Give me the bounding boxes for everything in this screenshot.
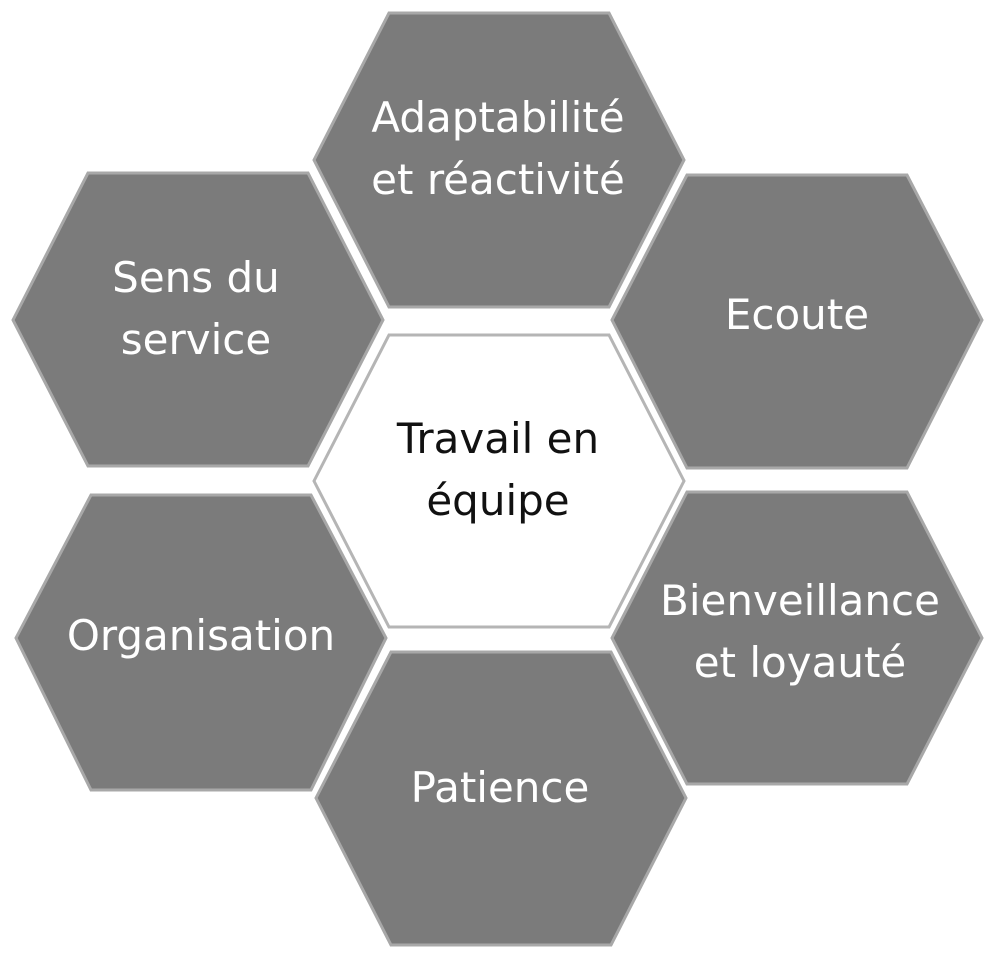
- label-line: Sens du: [112, 253, 280, 302]
- label-line: et réactivité: [371, 155, 625, 204]
- label-line: Adaptabilité: [371, 93, 625, 142]
- hexagon-bienveillance: [610, 490, 984, 786]
- label-line: équipe: [426, 476, 570, 525]
- label-line: service: [120, 315, 272, 364]
- label-line: et loyauté: [693, 638, 907, 687]
- label-organisation: Organisation: [1, 605, 401, 667]
- label-bienveillance: Bienveillance et loyauté: [600, 570, 1000, 694]
- hexagon-center: [312, 333, 686, 629]
- hexagon-organisation: [14, 493, 388, 792]
- label-sens-du-service: Sens du service: [0, 247, 396, 371]
- hexagon-sens-du-service: [11, 171, 385, 468]
- label-line: Travail en: [396, 414, 600, 463]
- label-line: Patience: [410, 763, 590, 812]
- hexagon-patience: [314, 650, 688, 947]
- hexagon-ecoute: [610, 173, 984, 470]
- label-ecoute: Ecoute: [597, 284, 997, 346]
- label-adaptabilite: Adaptabilité et réactivité: [298, 87, 698, 211]
- label-line: Bienveillance: [660, 576, 940, 625]
- label-line: Ecoute: [724, 290, 870, 339]
- label-center: Travail en équipe: [298, 408, 698, 532]
- hexagon-adaptabilite: [312, 11, 686, 309]
- label-patience: Patience: [300, 757, 700, 819]
- label-line: Organisation: [66, 611, 336, 660]
